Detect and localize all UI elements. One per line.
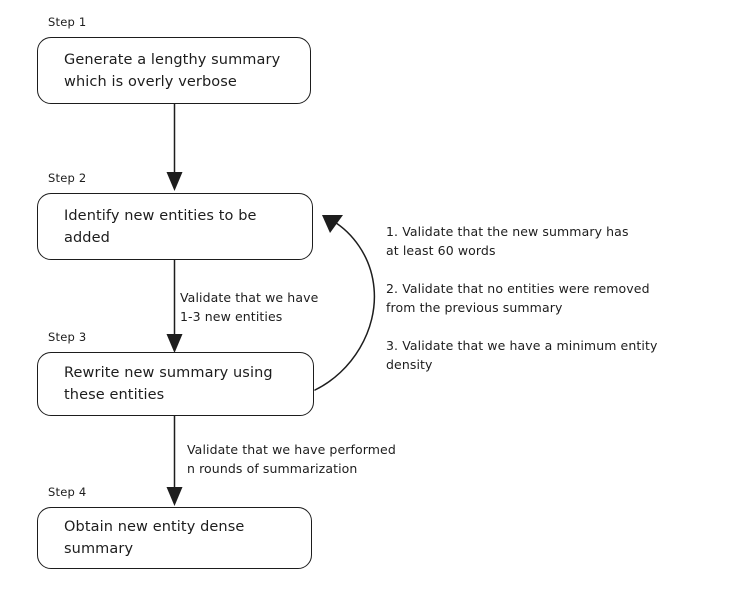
node-step-4-text: Obtain new entity dense summary [64, 519, 245, 557]
validation-item-1: 1. Validate that the new summary has at … [386, 224, 629, 258]
node-step-3[interactable]: Rewrite new summary using these entities [37, 352, 314, 416]
step-label-2: Step 2 [48, 171, 87, 185]
edge-label-step2-to-step3: Validate that we have 1-3 new entities [180, 290, 319, 324]
edge-label-step3-to-step4: Validate that we have performed n rounds… [187, 442, 396, 476]
node-step-3-text: Rewrite new summary using these entities [64, 365, 273, 403]
arrow-step1-to-step2 [166, 103, 183, 191]
step-label-4: Step 4 [48, 485, 87, 499]
step-label-1: Step 1 [48, 15, 87, 29]
step-label-3: Step 3 [48, 330, 87, 344]
node-step-1-text: Generate a lengthy summary which is over… [64, 51, 281, 90]
node-step-1[interactable]: Generate a lengthy summary which is over… [37, 37, 311, 104]
validation-item-3: 3. Validate that we have a minimum entit… [386, 338, 658, 372]
validation-item-2: 2. Validate that no entities were remove… [386, 281, 650, 315]
node-step-4[interactable]: Obtain new entity dense summary [37, 507, 312, 569]
node-step-2[interactable]: Identify new entities to be added [37, 193, 313, 260]
validation-list: 1. Validate that the new summary has at … [386, 222, 706, 393]
arrow-feedback-step3-to-step2 [314, 215, 376, 391]
node-step-2-text: Identify new entities to be added [64, 207, 257, 246]
arrow-step3-to-step4 [166, 415, 183, 506]
